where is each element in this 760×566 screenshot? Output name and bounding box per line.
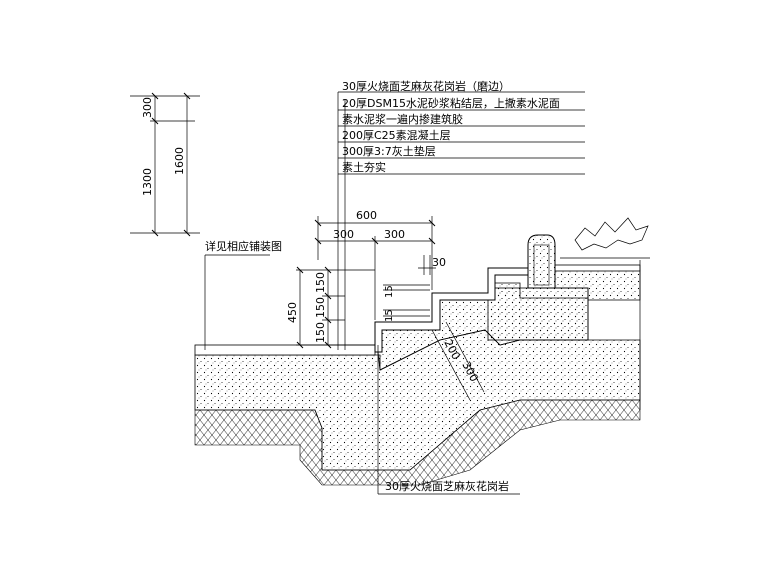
- dim-30: 30: [432, 256, 446, 269]
- layer-note-4: 200厚C25素混凝土层: [342, 128, 451, 142]
- dim-left-1300: 1300: [141, 168, 154, 196]
- ref-note-leader: [204, 254, 270, 350]
- bottom-note-leader: [377, 345, 520, 495]
- dim-30-line: [418, 255, 436, 275]
- dim-450-line: [296, 269, 375, 346]
- dim-left-300: 300: [141, 97, 154, 118]
- layer-note-2: 20厚DSM15水泥砂浆粘结层，上撒素水泥面: [342, 96, 560, 110]
- layer-note-3: 素水泥浆一遍内掺建筑胶: [342, 112, 463, 126]
- dim-150-line: [322, 270, 345, 345]
- dim-450: 450: [286, 302, 299, 323]
- curb-stone: [527, 234, 556, 289]
- layer-note-6: 素土夯实: [342, 160, 386, 174]
- ref-note: 详见相应铺装图: [205, 239, 282, 253]
- landing-paving: [554, 264, 641, 272]
- layer-note-1: 30厚火烧面芝麻灰花岗岩（磨边）: [342, 79, 510, 93]
- dim-left-ticks: [130, 95, 200, 234]
- dim-150c: 150: [314, 322, 327, 343]
- dim-15a: 15: [384, 285, 395, 298]
- layer-note-5: 300厚3:7灰土垫层: [342, 144, 436, 158]
- dim-left-arrows: [151, 92, 191, 237]
- lower-paving: [194, 344, 376, 356]
- layer-leader-horizontal: [338, 91, 585, 175]
- dim-300-line: [318, 236, 432, 320]
- dim-top-arrows: [314, 219, 436, 245]
- dim-15-lines: [383, 284, 430, 317]
- dim-step-arrows: [296, 266, 332, 349]
- dim-600: 600: [356, 209, 377, 222]
- dim-300b: 300: [384, 228, 405, 241]
- dim-left-1600: 1600: [173, 147, 186, 175]
- dim-15b: 15: [384, 309, 395, 322]
- dim-300a: 300: [333, 228, 354, 241]
- bottom-note: 30厚火烧面芝麻灰花岗岩: [385, 479, 509, 493]
- dim-150a: 150: [314, 272, 327, 293]
- shrub-symbol: [574, 217, 649, 251]
- dim-slope-line: [431, 321, 485, 401]
- step-treads: [374, 267, 529, 353]
- dim-150b: 150: [314, 297, 327, 318]
- concrete-block: [487, 287, 589, 341]
- curb-inner: [533, 244, 550, 286]
